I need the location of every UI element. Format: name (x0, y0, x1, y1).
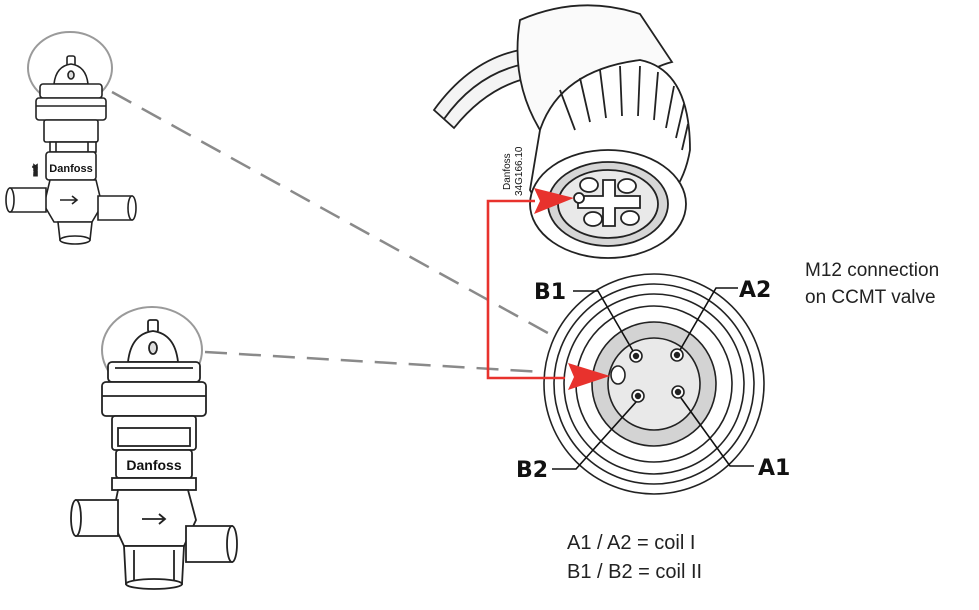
leader-a1 (680, 397, 754, 467)
m12-cable-connector (432, 4, 691, 259)
leader-a2 (679, 287, 738, 351)
knurl-ridges (559, 65, 689, 151)
leader-line-large-valve (204, 350, 561, 375)
pin-label-b1: B1 (534, 280, 566, 305)
red-connection-arrow (486, 199, 565, 380)
leader-line-small-valve (111, 90, 576, 350)
pin-label-a1: A1 (758, 456, 790, 481)
pin-leaders (552, 287, 754, 470)
large-valve-brand: Danfoss (126, 457, 181, 473)
leader-b1 (573, 290, 634, 352)
m12-valve-face (543, 273, 765, 495)
leader-lines (111, 90, 576, 375)
svg-text:mark: mark (33, 164, 39, 176)
small-valve: mark (5, 31, 137, 245)
connector-brand: Danfoss (502, 153, 513, 190)
coding-key (610, 365, 626, 385)
pin-label-a2: A2 (739, 278, 771, 303)
large-valve (70, 306, 238, 590)
arrowhead-to-connector (534, 188, 574, 214)
pin-label-b2: B2 (516, 458, 548, 483)
legend-coil-2: B1 / B2 = coil II (567, 561, 702, 583)
caption-line-1: M12 connection (805, 260, 939, 281)
connector-part-number: 34G166.10 (514, 146, 525, 196)
small-valve-brand: Danfoss (49, 163, 92, 175)
legend-coil-1: A1 / A2 = coil I (567, 532, 695, 554)
caption-line-2: on CCMT valve (805, 287, 936, 308)
arrowhead-to-valve-face (568, 363, 610, 390)
m12-face-insulator (607, 337, 701, 431)
leader-b2 (552, 401, 637, 470)
